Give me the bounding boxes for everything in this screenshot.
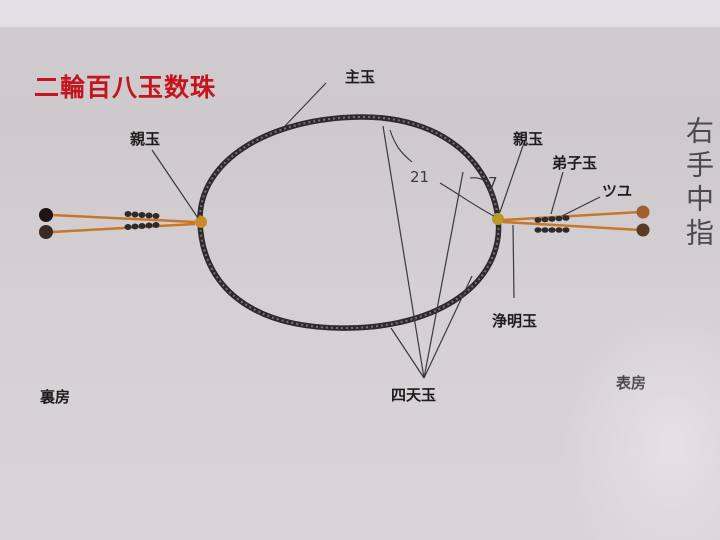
label-urabusa: 裏房	[40, 388, 71, 406]
handwritten-vertical-note: 右手中指	[682, 116, 715, 252]
right-tassel-strands	[502, 205, 650, 237]
label-tsuyu: ツユ	[602, 182, 633, 200]
right-oyadama-bead	[492, 213, 504, 225]
label-oyadama-right: 親玉	[513, 130, 544, 148]
label-jomyodama: 浄明玉	[492, 312, 538, 330]
left-tassel-strands	[39, 208, 196, 239]
handwritten-number-21: 21	[410, 168, 430, 186]
handwritten-number-7: 7	[488, 174, 498, 192]
right-tassel-ball-lower	[636, 223, 650, 237]
label-shudama: 主玉	[345, 68, 376, 86]
left-oyadama-bead	[195, 216, 207, 228]
right-tassel-ball-upper	[636, 205, 650, 219]
label-deshidama: 弟子玉	[552, 154, 598, 172]
label-shitendama: 四天玉	[391, 386, 437, 404]
diagram-title: 二輪百八玉数珠	[34, 73, 217, 102]
label-oyadama-left: 親玉	[130, 130, 161, 148]
label-omotebusa: 表房	[616, 374, 647, 392]
handwritten-marks	[389, 129, 495, 217]
left-tassel-ball-lower	[39, 225, 53, 239]
leader-lines	[151, 82, 601, 379]
left-tassel-ball-upper	[39, 208, 53, 222]
